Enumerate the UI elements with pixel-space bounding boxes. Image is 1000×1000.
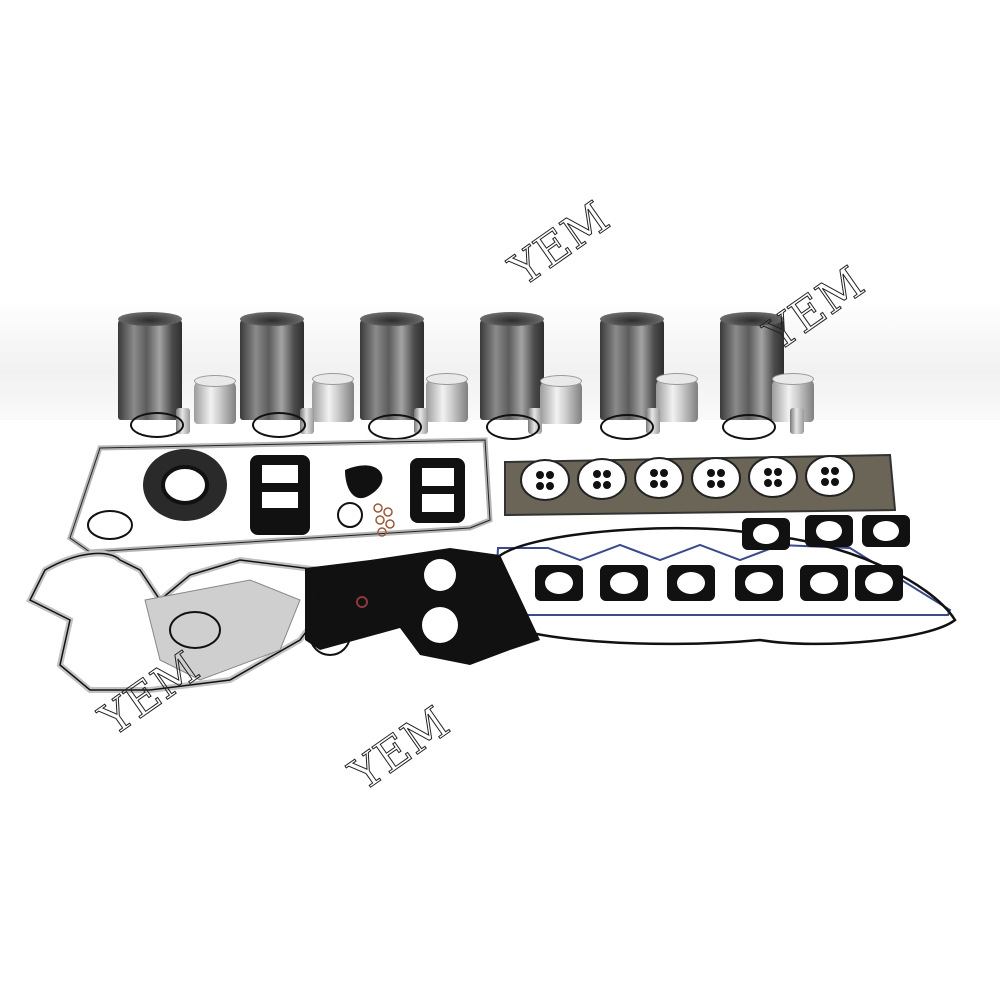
piston-pin	[790, 408, 804, 434]
piston	[194, 375, 236, 424]
piston	[540, 375, 582, 424]
cylinder-liner	[360, 312, 424, 420]
o-ring	[252, 412, 306, 438]
o-ring	[722, 414, 776, 440]
cylinder-liner	[720, 312, 784, 420]
cylinder-liner	[118, 312, 182, 420]
o-ring	[368, 414, 422, 440]
cylinder-liner	[480, 312, 544, 420]
cylinder-liner	[240, 312, 304, 420]
o-ring	[486, 414, 540, 440]
piston	[426, 373, 468, 422]
cylinder-liner	[600, 312, 664, 420]
o-ring	[600, 414, 654, 440]
piston	[312, 373, 354, 422]
o-ring	[130, 412, 184, 438]
piston	[656, 373, 698, 422]
